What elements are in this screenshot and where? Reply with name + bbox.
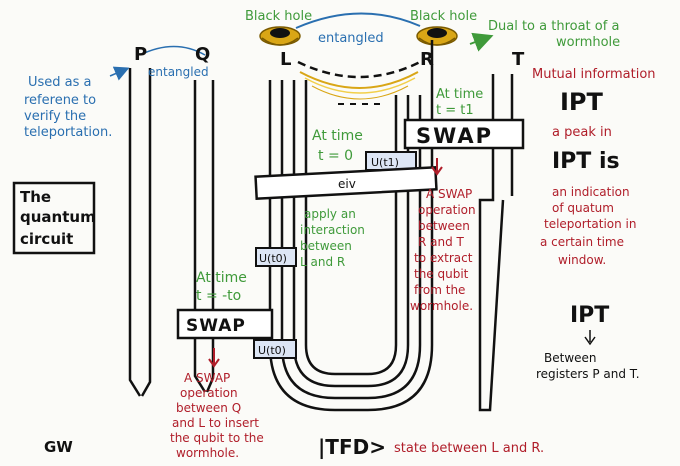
note-swap-ql-line4: and L to insert xyxy=(172,416,259,430)
u-t1-label: U(t1) xyxy=(371,156,399,169)
note-between-line2: registers P and T. xyxy=(536,367,640,381)
note-ind-line5: window. xyxy=(558,253,606,267)
note-swap-rt-line6: the qubit xyxy=(414,267,469,281)
u-t0-lower-gate xyxy=(253,339,297,359)
entangled-pq-arc xyxy=(139,45,206,56)
eiv-label: eiᴠ xyxy=(338,177,356,191)
wire-p xyxy=(128,68,142,397)
note-t1-line1: At time xyxy=(436,87,483,102)
note-swap-ql-line2: operation xyxy=(180,386,238,400)
register-q: Q xyxy=(195,44,210,65)
note-apply-line4: L and R xyxy=(300,255,345,269)
u-t0-upper-label: U(t0) xyxy=(259,252,287,265)
ipt-down-arrow xyxy=(584,330,596,346)
black-hole-left-icon xyxy=(259,26,301,46)
wire-l-r-bundle xyxy=(268,70,434,412)
box-line1: The xyxy=(20,188,51,206)
note-used-line3: verify the xyxy=(24,109,86,124)
note-swap-rt-line3: between xyxy=(418,219,470,233)
note-mt0-line2: t = -to xyxy=(196,288,241,304)
red-arrow-ql xyxy=(208,348,220,368)
label-dual-line2: wormhole xyxy=(556,35,620,50)
note-ind-line4: a certain time xyxy=(540,235,624,249)
note-swap-rt-line5: to extract xyxy=(414,251,473,265)
register-l: L xyxy=(280,49,291,70)
note-swap-rt-line8: wormhole. xyxy=(410,299,473,313)
swap-bottom-label: SWAP xyxy=(186,316,246,336)
note-between-line1: Between xyxy=(544,351,597,365)
tfd-ket: |TFD> xyxy=(318,435,386,459)
label-black-hole-right: Black hole xyxy=(410,9,477,24)
label-black-hole-left: Black hole xyxy=(245,9,312,24)
reference-arrow xyxy=(109,66,130,81)
wire-t xyxy=(478,74,505,412)
note-used-line1: Used as a xyxy=(28,75,92,90)
note-ind-line2: of quatum xyxy=(552,201,614,215)
note-apply-line3: between xyxy=(300,239,352,253)
note-mutual: Mutual information xyxy=(532,67,656,82)
dual-arrow xyxy=(469,32,494,52)
note-swap-ql-line6: wormhole. xyxy=(176,446,239,460)
wormhole-throat xyxy=(297,60,421,105)
note-ind-line3: teleportation in xyxy=(544,217,637,231)
ipt-big-2: IPT is xyxy=(552,149,620,174)
note-used-line2: referene to xyxy=(24,93,96,108)
quantum-circuit-box xyxy=(12,181,96,255)
ipt-big-1: IPT xyxy=(560,88,604,116)
label-dual-line1: Dual to a throat of a xyxy=(488,19,619,34)
note-t0-line1: At time xyxy=(312,128,363,144)
note-apply-line2: interaction xyxy=(300,223,365,237)
box-line2: quantum xyxy=(20,208,96,226)
register-r: R xyxy=(420,49,434,70)
note-apply-line1: apply an xyxy=(304,207,356,221)
black-hole-right-icon xyxy=(416,26,458,46)
note-entangled-pq: entangled xyxy=(148,65,209,79)
ipt-big-3: IPT xyxy=(570,303,609,328)
box-line3: circuit xyxy=(20,230,73,248)
wire-q xyxy=(193,80,207,393)
register-p: P xyxy=(134,44,147,65)
note-t1-line2: t = t1 xyxy=(436,103,474,118)
entangled-arc xyxy=(295,12,421,29)
note-used-line4: teleportation. xyxy=(24,125,112,140)
label-entangled-top: entangled xyxy=(318,31,384,46)
red-arrow-rt xyxy=(431,158,443,176)
note-swap-rt-line4: R and T xyxy=(418,235,465,249)
u-t0-upper-gate xyxy=(255,247,297,267)
signature: GW xyxy=(44,438,73,456)
swap-gate-top xyxy=(403,118,525,150)
swap-top-label: SWAP xyxy=(416,124,493,148)
note-swap-rt-line7: from the xyxy=(414,283,465,297)
note-t0-line2: t = 0 xyxy=(318,148,353,164)
note-swap-rt-line1: A SWAP xyxy=(426,187,472,201)
note-peak: a peak in xyxy=(552,125,612,140)
note-swap-ql-line3: between Q xyxy=(176,401,241,415)
tfd-state-text: state between L and R. xyxy=(394,441,544,456)
eiv-gate xyxy=(254,165,438,201)
u-t0-lower-label: U(t0) xyxy=(258,344,286,357)
note-swap-rt-line2: operation xyxy=(418,203,476,217)
swap-gate-bottom xyxy=(176,308,274,340)
note-swap-ql-line5: the qubit to the xyxy=(170,431,264,445)
note-ind-line1: an indication xyxy=(552,185,630,199)
note-swap-ql-line1: A SWAP xyxy=(184,371,230,385)
register-t: T xyxy=(512,49,525,70)
note-mt0-line1: At time xyxy=(196,270,247,286)
